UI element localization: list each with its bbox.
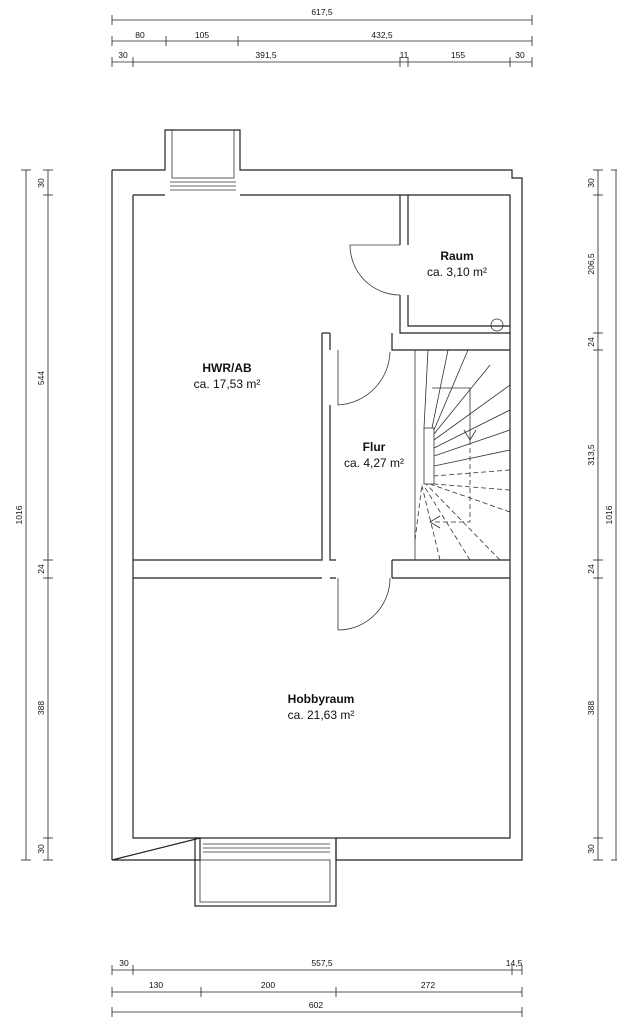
right-dimensions: 30 206,5 24 313,5 24 388 30 1016	[586, 169, 617, 861]
hwr-name: HWR/AB	[202, 361, 252, 375]
room-labels: HWR/AB ca. 17,53 m² Raum ca. 3,10 m² Flu…	[194, 249, 487, 722]
bottom-dimensions: 30 557,5 14,5 130 200 272 602	[111, 958, 523, 1017]
dim-top-r2-1: 105	[195, 30, 209, 40]
dim-top-r3-1: 391,5	[255, 50, 277, 60]
dim-right-0: 30	[586, 178, 596, 188]
flur-name: Flur	[363, 440, 386, 454]
dim-bottom-total: 602	[309, 1000, 323, 1010]
dim-bottom-r1-1: 557,5	[311, 958, 333, 968]
dim-left-3: 388	[36, 701, 46, 715]
dim-left-4: 30	[36, 844, 46, 854]
hwr-area: ca. 17,53 m²	[194, 377, 261, 391]
top-dimensions: 617,5 80 105 432,5 30 391,5 11 155 30	[111, 7, 533, 67]
dim-bottom-r2-1: 200	[261, 980, 275, 990]
dim-bottom-r1-2: 14,5	[506, 958, 523, 968]
dim-right-5: 388	[586, 701, 596, 715]
dim-bottom-r1-0: 30	[119, 958, 129, 968]
dim-top-r3-4: 30	[515, 50, 525, 60]
staircase	[414, 349, 511, 561]
dim-bottom-r2-2: 272	[421, 980, 435, 990]
dim-top-r3-0: 30	[118, 50, 128, 60]
dim-top-r3-2: 11	[400, 50, 409, 60]
dim-top-r3-3: 155	[451, 50, 465, 60]
dim-right-total: 1016	[604, 505, 614, 524]
raum-door	[349, 244, 401, 296]
dim-right-6: 30	[586, 844, 596, 854]
raum-name: Raum	[440, 249, 473, 263]
dim-top-r2-0: 80	[135, 30, 145, 40]
doors	[337, 244, 401, 631]
dim-left-2: 24	[36, 564, 46, 574]
outer-walls	[111, 129, 523, 907]
hobby-name: Hobbyraum	[288, 692, 355, 706]
dim-left-total: 1016	[14, 505, 24, 524]
dim-right-4: 24	[586, 564, 596, 574]
dim-top-r2-2: 432,5	[371, 30, 393, 40]
flur-area: ca. 4,27 m²	[344, 456, 404, 470]
hwr-door	[337, 350, 391, 406]
left-dimensions: 1016 30 544 24 388 30	[14, 169, 53, 861]
dim-right-1: 206,5	[586, 253, 596, 275]
raum-area: ca. 3,10 m²	[427, 265, 487, 279]
dim-top-total: 617,5	[311, 7, 333, 17]
dim-bottom-r2-0: 130	[149, 980, 163, 990]
dim-left-1: 544	[36, 371, 46, 385]
dim-right-3: 313,5	[586, 444, 596, 466]
dim-right-2: 24	[586, 337, 596, 347]
interior-walls	[133, 195, 510, 579]
hobby-area: ca. 21,63 m²	[288, 708, 355, 722]
dim-left-0: 30	[36, 178, 46, 188]
hobby-door	[337, 577, 391, 631]
